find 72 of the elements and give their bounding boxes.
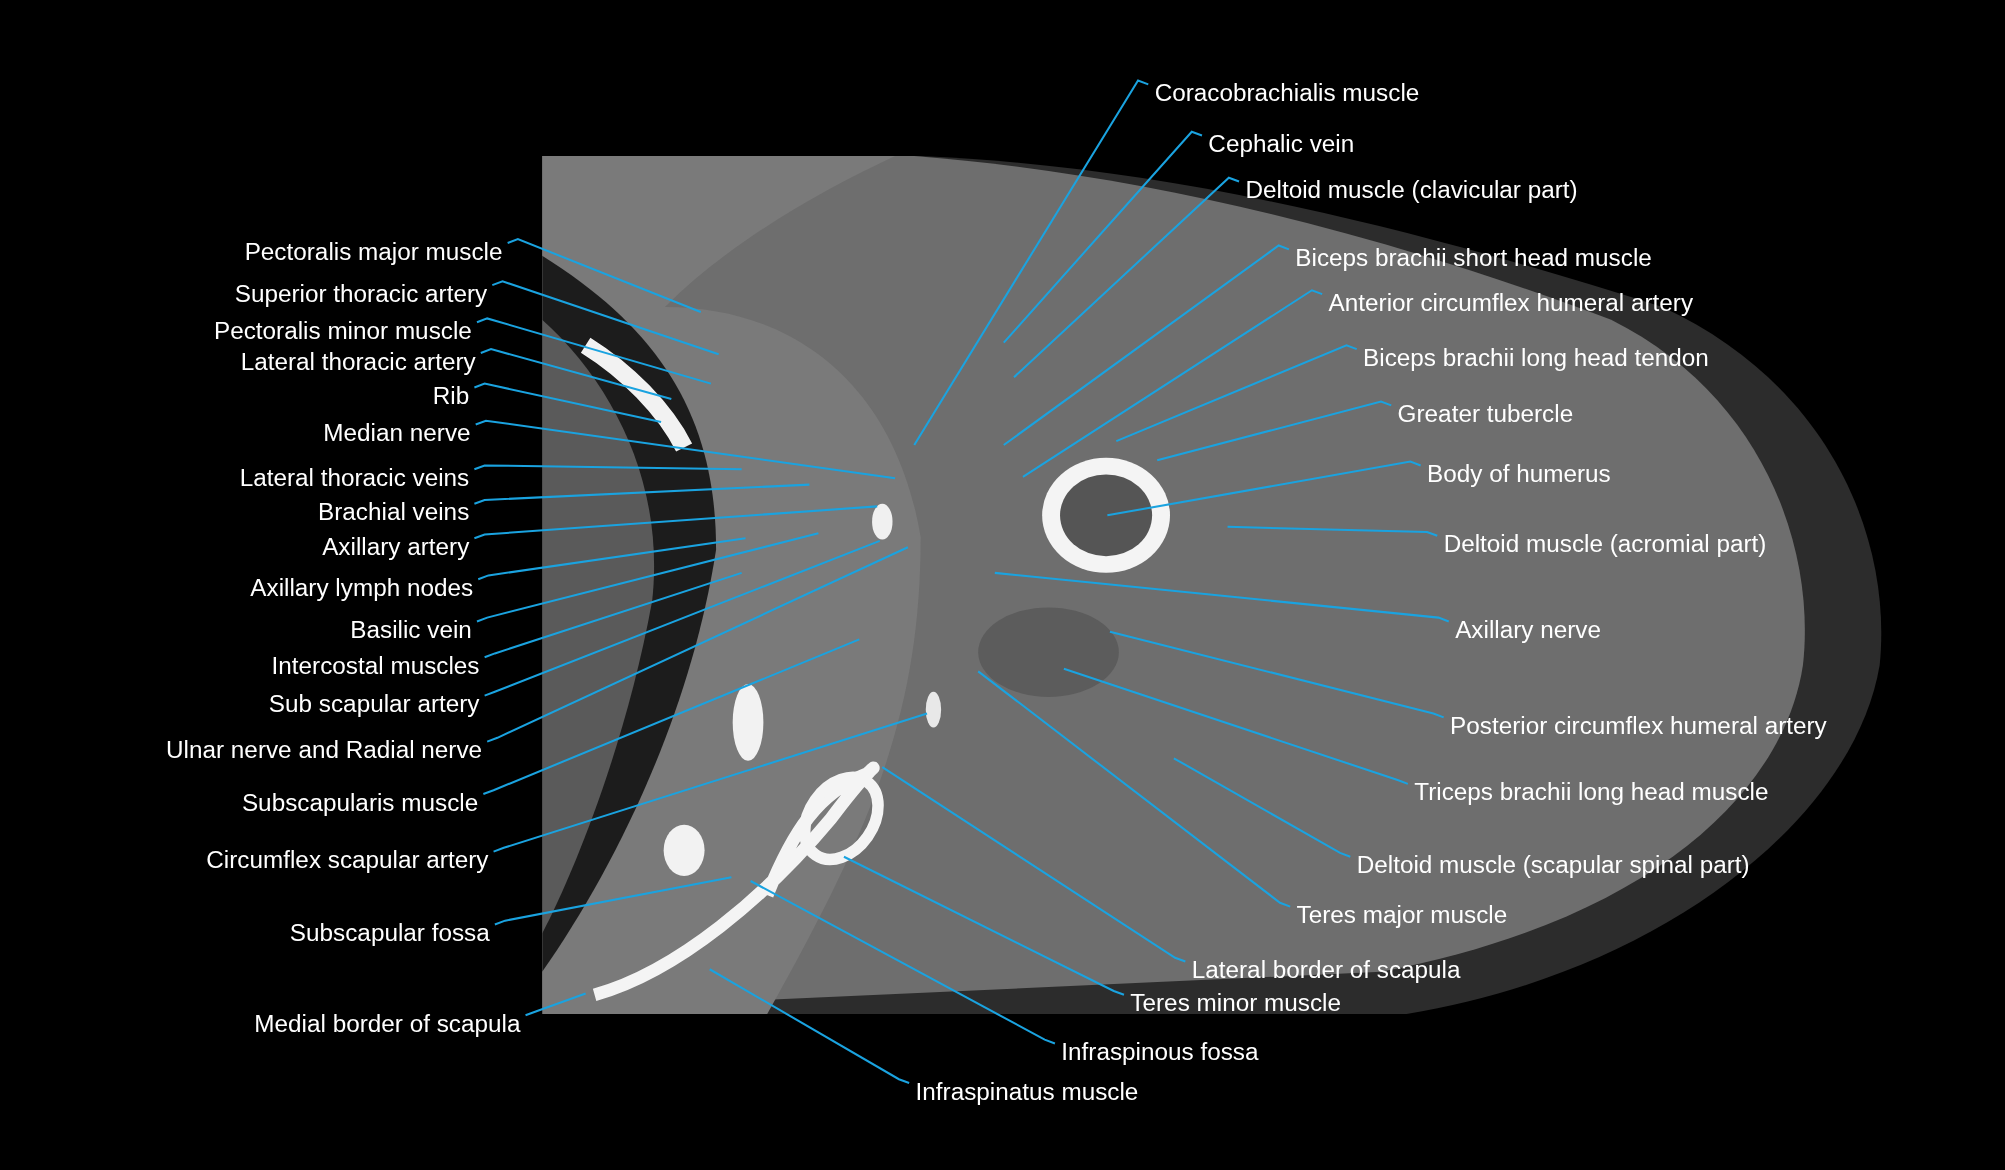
leader-line: [494, 876, 732, 926]
structure-label: Rib: [432, 382, 470, 411]
structure-label: Axillary lymph nodes: [250, 574, 474, 603]
leader-line: [709, 968, 910, 1084]
leader-line: [525, 992, 586, 1017]
structure-label: Ulnar nerve and Radial nerve: [166, 736, 483, 765]
leader-line: [476, 532, 819, 623]
leader-line: [1156, 400, 1392, 462]
structure-label: Teres minor muscle: [1130, 989, 1341, 1018]
leader-line: [1227, 525, 1438, 537]
structure-label: Posterior circumflex humeral artery: [1450, 712, 1827, 741]
leader-line: [475, 419, 896, 480]
structure-label: Greater tubercle: [1397, 400, 1574, 429]
structure-label: Pectoralis minor muscle: [213, 317, 472, 346]
structure-label: Circumflex scapular artery: [206, 846, 489, 875]
leader-line: [977, 670, 1291, 908]
structure-label: Deltoid muscle (clavicular part): [1245, 176, 1578, 205]
leader-line: [507, 238, 702, 313]
leader-line: [1013, 176, 1240, 378]
structure-label: Sub scapular artery: [268, 690, 480, 719]
leader-line: [1107, 460, 1421, 517]
structure-label: Biceps brachii long head tendon: [1363, 343, 1709, 373]
structure-label: Anterior circumflex humeral artery: [1328, 289, 1694, 318]
leader-line: [881, 766, 1186, 963]
leader-line: [474, 505, 878, 540]
leader-line: [1003, 130, 1203, 344]
structure-label: Lateral thoracic artery: [240, 347, 476, 376]
leader-line: [1115, 344, 1358, 443]
leader-line: [1063, 667, 1409, 785]
leader-line: [1109, 630, 1444, 719]
structure-label: Deltoid muscle (scapular spinal part): [1356, 851, 1750, 880]
leader-line: [491, 280, 719, 356]
structure-label: Axillary artery: [322, 533, 470, 562]
leader-line: [483, 638, 860, 796]
structure-label: Superior thoracic artery: [234, 280, 488, 309]
structure-label: Infraspinatus muscle: [915, 1077, 1139, 1107]
leader-line: [843, 855, 1125, 996]
structure-label: Intercostal muscles: [271, 652, 480, 681]
leader-line: [480, 348, 672, 400]
structure-label: Coracobrachialis muscle: [1154, 79, 1420, 108]
leader-line: [477, 537, 746, 581]
structure-label: Basilic vein: [350, 616, 472, 645]
leader-line: [476, 317, 712, 385]
structure-label: Brachial veins: [318, 498, 470, 527]
structure-label: Median nerve: [323, 419, 471, 448]
leader-line: [486, 546, 909, 743]
leader-line: [474, 382, 662, 423]
structure-label: Biceps brachii short head muscle: [1295, 244, 1652, 273]
leader-line: [994, 571, 1450, 623]
structure-label: Teres major muscle: [1296, 901, 1508, 930]
leader-line: [1173, 757, 1351, 858]
structure-label: Deltoid muscle (acromial part): [1443, 530, 1767, 559]
leader-line: [474, 464, 742, 471]
structure-label: Subscapularis muscle: [241, 788, 479, 818]
structure-label: Lateral thoracic veins: [239, 464, 470, 493]
structure-label: Body of humerus: [1427, 460, 1611, 489]
structure-label: Triceps brachii long head muscle: [1414, 778, 1769, 807]
structure-label: Infraspinous fossa: [1061, 1038, 1259, 1067]
structure-label: Medial border of scapula: [254, 1010, 521, 1039]
structure-label: Cephalic vein: [1208, 130, 1355, 159]
leader-line: [1022, 289, 1323, 478]
leader-line: [484, 539, 881, 697]
structure-label: Pectoralis major muscle: [244, 237, 503, 266]
structure-label: Lateral border of scapula: [1191, 956, 1461, 985]
structure-label: Axillary nerve: [1455, 616, 1601, 645]
leader-line: [1003, 244, 1290, 446]
leader-line: [913, 79, 1149, 446]
leader-line: [493, 712, 928, 853]
leader-line: [750, 880, 1056, 1045]
leader-line: [484, 571, 742, 659]
structure-label: Subscapular fossa: [289, 919, 490, 948]
leader-line: [474, 483, 810, 505]
